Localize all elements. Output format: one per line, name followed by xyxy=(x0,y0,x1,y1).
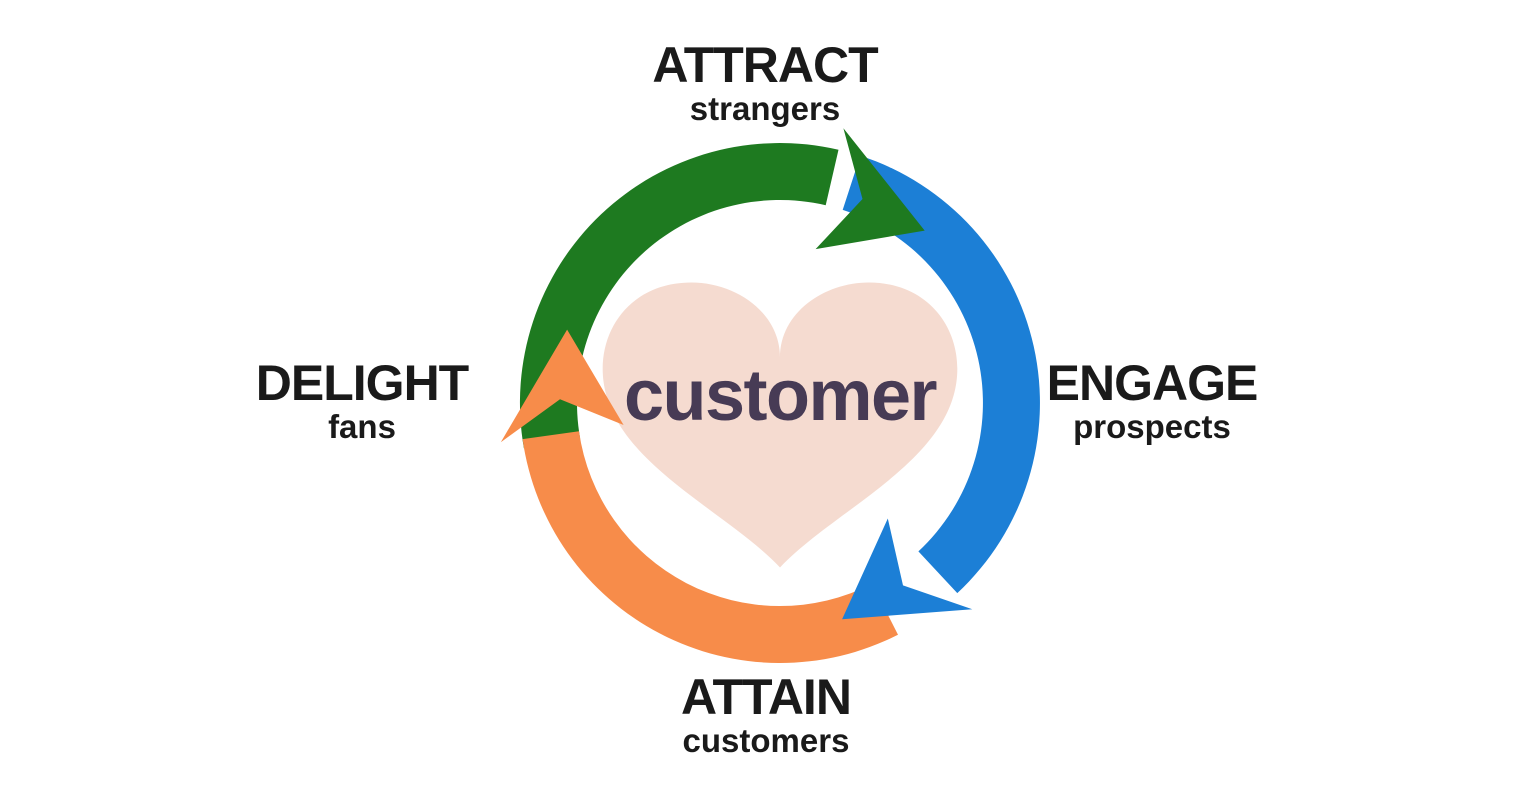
attract-arc-body xyxy=(519,143,839,449)
attain-arrowhead-icon xyxy=(500,329,624,443)
engage-arc-body xyxy=(842,155,1040,594)
stage-label-engage: ENGAGE prospects xyxy=(952,358,1352,446)
heart-shape xyxy=(602,282,958,568)
attain-subtitle: customers xyxy=(682,722,850,759)
engage-subtitle: prospects xyxy=(1073,408,1231,445)
attract-arrowhead-icon xyxy=(815,128,925,250)
attain-title: ATTAIN xyxy=(681,669,852,725)
engage-title: ENGAGE xyxy=(1046,355,1259,411)
attain-arc-body xyxy=(522,431,898,663)
delight-subtitle: fans xyxy=(328,408,396,445)
delight-title: DELIGHT xyxy=(255,355,469,411)
stage-label-attain: ATTAIN customers xyxy=(566,672,966,760)
attract-subtitle: strangers xyxy=(689,90,841,127)
stage-label-delight: DELIGHT fans xyxy=(162,358,562,446)
center-customer-label: customer xyxy=(623,356,938,436)
stage-label-attract: ATTRACT strangers xyxy=(565,40,965,128)
attract-title: ATTRACT xyxy=(652,37,878,93)
engage-arrowhead-icon xyxy=(842,518,973,620)
